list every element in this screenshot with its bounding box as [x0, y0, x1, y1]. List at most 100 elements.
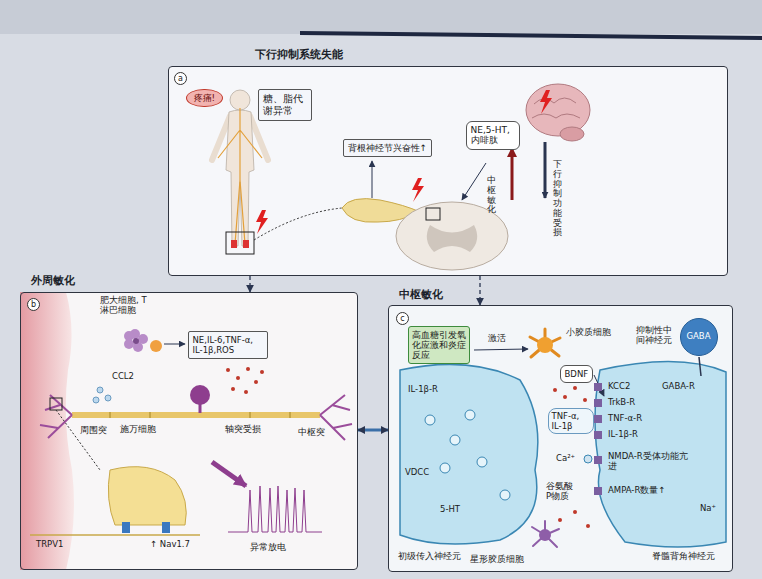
cell-label: 抑制性中间神经元: [636, 326, 672, 346]
spinal-cord: [412, 178, 424, 202]
brain: [544, 142, 547, 198]
arrow-label: 激活: [488, 334, 506, 344]
cell-label: 肥大细胞, T淋巴细胞: [100, 296, 152, 316]
peripheral-neuron: [246, 367, 250, 371]
receptor-label: GABA-R: [662, 382, 695, 392]
process-box: NE,5-HT,内啡肽: [466, 121, 520, 151]
peripheral-neuron: [97, 387, 103, 393]
peripheral-neuron: [72, 412, 320, 418]
annotation-label: 下行抑制功能受损: [553, 160, 570, 238]
peripheral-neuron: [108, 467, 186, 525]
synapse-scene: [474, 349, 528, 350]
synapse-scene: [584, 455, 592, 463]
panel-frame: 中枢敏化高血糖引发氧化应激和炎症反应BDNFGABATNF-α, IL-1β: [388, 305, 733, 572]
synapse-scene: [594, 431, 602, 439]
neurotransmitter-circle: GABA: [680, 318, 718, 356]
peripheral-neuron: [199, 404, 202, 413]
process-box: 高血糖引发氧化应激和炎症反应: [408, 326, 470, 365]
cell-label: 小胶质细胞: [566, 328, 611, 338]
synapse-scene: [500, 490, 510, 500]
peripheral-neuron: [212, 462, 246, 486]
synapse-scene: [532, 521, 559, 547]
synapse-scene: [558, 518, 562, 522]
peripheral-neuron: [100, 412, 290, 418]
human-figure: [230, 90, 250, 110]
brain: [511, 148, 514, 200]
peripheral-neuron: [162, 522, 170, 533]
slide-edge: [0, 0, 762, 34]
transporter-label: KCC2: [608, 382, 630, 392]
panel-frame: 下行抑制系统失能疼痛!糖、脂代谢异常背根神经节兴奋性↑NE,5-HT,内啡肽: [168, 66, 728, 276]
cell-label: 星形胶质细胞: [470, 555, 524, 565]
peripheral-neuron: [133, 338, 139, 344]
receptor-label: IL-1β-R: [608, 430, 638, 440]
node-text: 疼痛!: [194, 93, 216, 104]
spinal-cord: [462, 163, 486, 200]
node-text: 高血糖引发氧化应激和炎症反应: [412, 330, 466, 361]
node-text: TNF-α, IL-1β: [552, 411, 590, 431]
annotation-label: 中枢敏化: [487, 176, 504, 215]
peripheral-neuron: [254, 380, 258, 384]
synapse-scene: [539, 529, 551, 541]
process-box: 糖、脂代谢异常: [258, 89, 312, 121]
peripheral-neuron: [244, 390, 248, 394]
cell-label: 脊髓背角神经元: [652, 552, 715, 562]
connector-arrow: [358, 429, 388, 432]
human-figure: [218, 108, 262, 244]
synapse-scene: [594, 487, 602, 495]
channel-label: ↑ Nav1.7: [150, 540, 190, 550]
peripheral-neuron: [164, 344, 185, 345]
mediator-box: NE,IL-6,TNF-α, IL-1β,ROS: [188, 331, 268, 359]
synapse-scene: [465, 410, 475, 420]
transmitter-label: 谷氨酸 P物质: [546, 482, 576, 502]
synapse-scene: [583, 398, 587, 402]
human-figure: [254, 208, 342, 240]
peripheral-neuron: [20, 292, 74, 570]
synapse-scene: [573, 510, 577, 514]
connector-arrow: [479, 276, 480, 305]
part-label: 周围突: [80, 426, 107, 436]
annotation-label: 异常放电: [250, 543, 286, 553]
synapse-scene: [400, 364, 538, 544]
pain-bubble: 疼痛!: [186, 89, 224, 108]
peripheral-neuron: [190, 385, 210, 405]
panel-ground: [20, 66, 733, 572]
spinal-cord: [426, 208, 440, 220]
cell-label: 初级传入神经元: [398, 552, 461, 562]
synapse-scene: [594, 456, 602, 464]
node-text: GABA: [686, 331, 710, 341]
synapse-scene: [537, 337, 553, 353]
panel-letter: c: [396, 312, 409, 325]
node-text: BDNF: [565, 369, 589, 379]
peripheral-neuron: [50, 398, 62, 410]
brain: [532, 98, 580, 118]
slide-edge: [300, 33, 762, 38]
synapse-scene: [594, 375, 604, 396]
ion-label: Na⁺: [700, 504, 716, 514]
brain: [540, 90, 552, 114]
panel-ground: [388, 305, 733, 572]
brain: [526, 84, 590, 136]
node-text: 背根神经节兴奋性↑: [348, 143, 428, 154]
peripheral-neuron: [93, 397, 99, 403]
human-figure: [212, 90, 342, 254]
synapse-scene: [450, 435, 460, 445]
peripheral-neuron: [105, 395, 111, 401]
panel-heading: 外周敏化: [31, 274, 75, 287]
panel-ground: [20, 292, 358, 570]
brain: [512, 84, 590, 200]
synapse-scene: [595, 361, 726, 547]
channel-label: VDCC: [405, 468, 429, 478]
process-box: 背根神经节兴奋性↑: [343, 139, 433, 158]
factor-box: BDNF: [560, 365, 594, 383]
node-text: 糖、脂代谢异常: [263, 93, 307, 117]
peripheral-neuron: [228, 486, 322, 532]
panel-heading: 下行抑制系统失能: [255, 48, 343, 61]
human-figure: [226, 232, 254, 254]
brain: [560, 127, 584, 141]
synapse-scene: [594, 399, 602, 407]
human-figure: [231, 240, 237, 248]
part-label: 中枢突: [298, 428, 325, 438]
synapse-scene: [440, 463, 450, 473]
